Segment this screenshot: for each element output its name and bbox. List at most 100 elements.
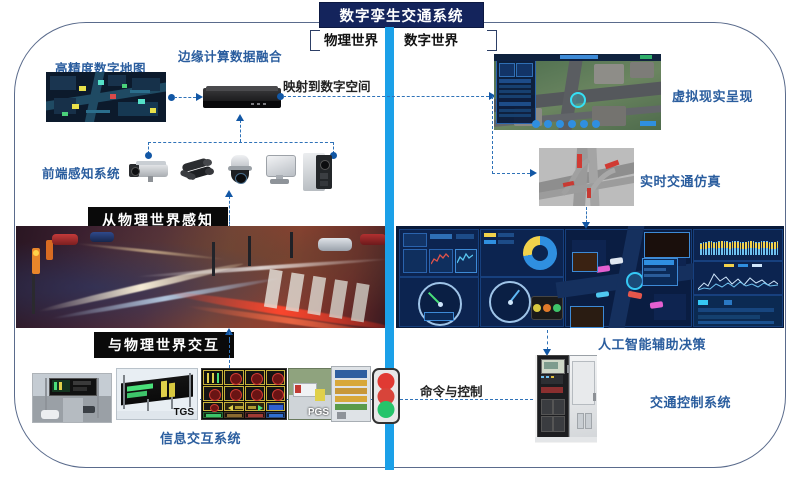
label-front-sensing: 前端感知系统 <box>42 167 121 181</box>
chart-bar <box>755 241 758 255</box>
chart-bar <box>713 241 715 255</box>
connector-server-to-vr <box>283 96 489 97</box>
chart-bar <box>747 241 750 255</box>
chart-bar <box>723 241 726 255</box>
speed-gauge-right <box>489 281 531 323</box>
multi-lens-radar-icon <box>178 157 216 184</box>
chart-bar <box>702 241 705 255</box>
chart-bar <box>731 241 734 255</box>
chart-bar <box>718 241 721 255</box>
chart-bar <box>776 241 779 255</box>
connector-sim-to-dashboard <box>586 207 587 223</box>
chart-bar <box>773 241 776 255</box>
world-label-row: 物理世界 数字世界 <box>290 29 515 51</box>
connector-sensors-to-server <box>240 120 241 142</box>
dashboard-bar-chart <box>693 229 783 261</box>
pgs-info-panel <box>331 366 371 422</box>
page-title: 数字孪生交通系统 <box>339 8 464 25</box>
chart-bar <box>758 242 760 255</box>
chart-bar <box>750 240 752 255</box>
chart-bar <box>705 242 707 255</box>
chart-bar <box>766 241 768 255</box>
connector-dot <box>277 93 284 100</box>
dashboard-panel <box>480 277 564 327</box>
connector-photo-to-sensors <box>229 218 230 228</box>
connector-branch-down <box>492 96 493 174</box>
label-map-to-digital: 映射到数字空间 <box>283 80 371 94</box>
chart-bar <box>744 241 747 255</box>
vms-sign-grid <box>201 368 287 420</box>
label-command-control: 命令与控制 <box>420 385 483 399</box>
ptz-dome-camera-icon <box>226 155 254 185</box>
arrow-right-icon <box>196 93 203 101</box>
connector-photo-to-sensors <box>229 196 230 218</box>
pgs-parking-guidance: PGS <box>288 368 332 420</box>
control-cabinet-image <box>535 355 597 443</box>
arrow-up-icon <box>225 190 233 197</box>
chart-bar <box>726 241 729 255</box>
chart-bar <box>715 242 718 255</box>
traffic-volume-bars <box>700 235 779 255</box>
dashboard-panel <box>399 277 479 327</box>
arrow-down-icon <box>543 349 551 356</box>
pgs-tag: PGS <box>307 407 329 418</box>
occupancy-donut <box>523 236 557 270</box>
traffic-signal-light <box>372 368 400 424</box>
edge-server-device <box>203 84 281 110</box>
tgs-gantry-sign: TGS <box>116 368 198 420</box>
label-traffic-control-system: 交通控制系统 <box>650 395 732 410</box>
signal-status-widget <box>531 296 563 320</box>
chart-bar <box>742 242 744 255</box>
overhead-vms-gantry-photo <box>32 373 112 423</box>
chart-bar <box>710 241 713 255</box>
chart-bar <box>760 241 763 255</box>
traffic-operations-dashboard <box>396 226 784 328</box>
connector-boards-to-photo <box>229 332 230 340</box>
chart-bar <box>771 242 773 255</box>
chart-bar <box>739 241 742 255</box>
dashboard-map-panel <box>555 226 707 328</box>
radar-detector-icon <box>264 155 296 185</box>
chart-bar <box>736 241 739 255</box>
banner-interact-with-physical: 与物理世界交互 <box>94 332 234 358</box>
label-info-interaction: 信息交互系统 <box>160 431 242 446</box>
night-traffic-photo <box>16 226 385 328</box>
dashboard-heatmap <box>693 295 783 327</box>
chart-bar <box>729 241 731 255</box>
connector-sensor-drop <box>333 142 334 154</box>
label-digital-world: 数字世界 <box>404 33 458 48</box>
vr-presentation-thumbnail <box>494 54 661 130</box>
bullet-camera-icon <box>128 160 170 182</box>
diagram-title-bar: 数字孪生交通系统 <box>319 2 484 28</box>
connector-sensor-bus <box>148 142 333 143</box>
world-divider <box>385 27 394 470</box>
connector-boards-to-photo <box>229 340 230 368</box>
connector-dot <box>330 152 337 159</box>
dashboard-panel <box>480 229 564 277</box>
label-edge-compute: 边缘计算数据融合 <box>178 50 283 64</box>
chart-bar <box>768 241 771 255</box>
connector-sensor-drop <box>148 142 149 154</box>
hd-map-thumbnail <box>46 72 166 122</box>
chart-bar <box>707 241 710 255</box>
label-ai-decision: 人工智能辅助决策 <box>598 337 707 352</box>
arrow-right-icon <box>530 169 537 177</box>
connector-dot <box>145 152 152 159</box>
arrow-up-icon <box>225 328 233 335</box>
connector-to-simulation <box>492 173 530 174</box>
roadside-unit-cabinet-icon <box>303 153 333 191</box>
connector-dot <box>168 94 175 101</box>
chart-bar <box>763 241 766 255</box>
bracket-left-icon <box>310 30 320 51</box>
label-vr-presentation: 虚拟现实呈现 <box>672 89 754 104</box>
label-realtime-simulation: 实时交通仿真 <box>640 174 722 189</box>
tgs-tag: TGS <box>173 407 194 418</box>
arrow-down-icon <box>582 222 590 229</box>
label-physical-world: 物理世界 <box>324 33 378 48</box>
arrow-up-icon <box>236 114 244 121</box>
connector-map-to-server <box>174 97 196 98</box>
connector-dashboard-to-cabinet <box>547 330 548 350</box>
chart-bar <box>752 241 755 255</box>
bracket-right-icon <box>487 30 497 51</box>
